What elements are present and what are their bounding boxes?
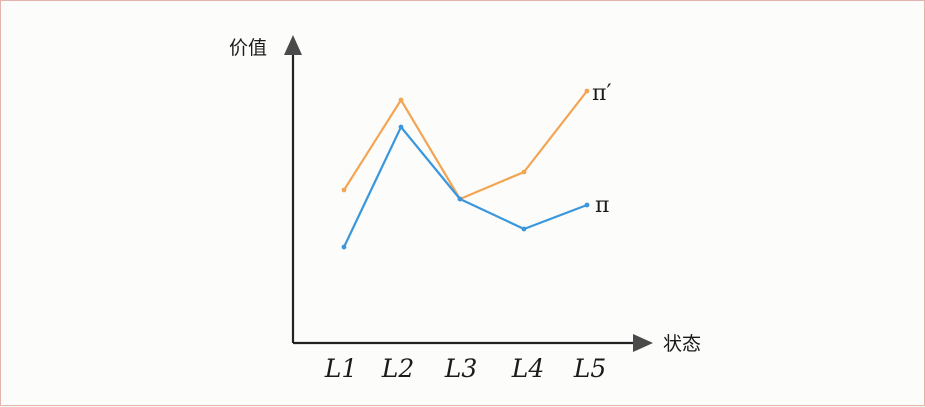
data-point-pi-prime-l1 [341, 187, 347, 193]
x-tick-label-l2: L2 [381, 354, 415, 383]
data-point-pi-prime-l2 [398, 97, 404, 103]
data-point-pi-prime-l4 [521, 169, 527, 175]
x-tick-label-l5: L5 [573, 354, 607, 383]
x-axis-title: 状态 [663, 333, 701, 355]
data-point-pi-prime-l5 [584, 88, 590, 94]
data-point-pi-l1 [341, 244, 347, 250]
series-label-pi-prime: π′ [592, 81, 611, 106]
x-tick-label-l4: L4 [511, 354, 545, 383]
data-point-pi-l5 [584, 202, 590, 208]
x-axis-arrow-icon [633, 334, 653, 352]
data-point-pi-l4 [521, 226, 527, 232]
series-line-pi-prime [343, 90, 588, 201]
series-label-pi: π [595, 193, 609, 218]
data-point-pi-l2 [398, 124, 404, 130]
series-layer [341, 88, 590, 250]
x-tick-label-l1: L1 [324, 354, 358, 383]
x-tick-label-l3: L3 [444, 354, 478, 383]
data-point-pi-l3 [457, 196, 463, 202]
series-line-pi [343, 125, 588, 248]
y-axis-arrow-icon [284, 35, 302, 55]
y-axis-title: 价值 [229, 37, 267, 59]
